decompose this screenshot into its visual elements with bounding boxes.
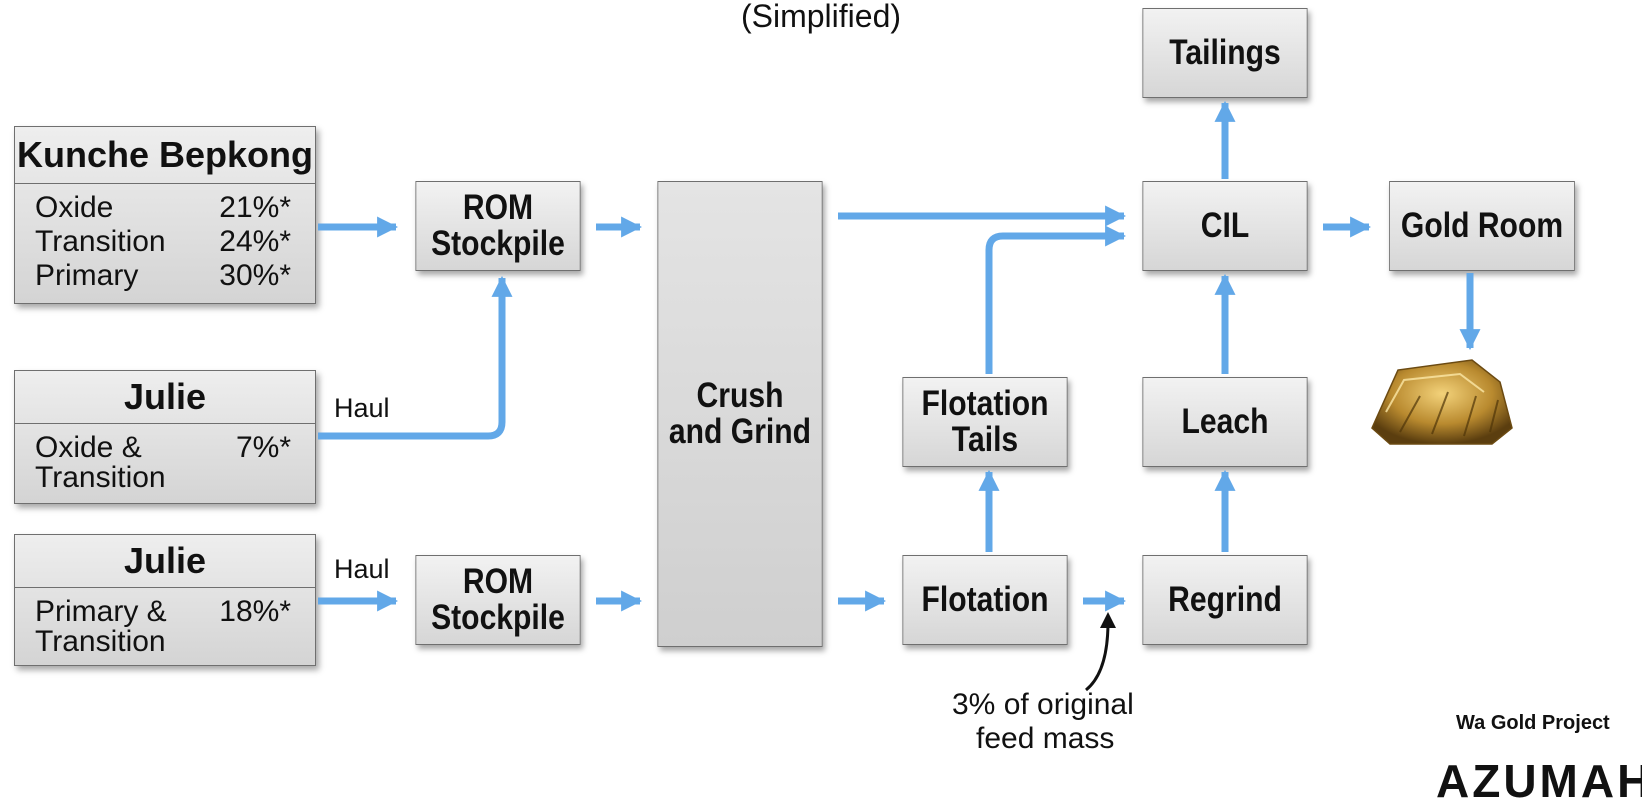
node-gold-room: Gold Room	[1389, 181, 1575, 271]
julie-primary-line1: Primary &	[35, 595, 167, 628]
node-flotation: Flotation	[902, 555, 1068, 645]
gold-bars-image	[1371, 359, 1513, 445]
rom-bottom-line2: Stockpile	[431, 598, 565, 637]
julie-oxide-pct: 7%*	[235, 431, 291, 464]
haul-label: Haul	[334, 393, 390, 423]
julie-primary-line2: Transition	[35, 625, 166, 658]
crush-line1: Crush	[696, 376, 784, 416]
source-kunche-name: Kunche Bepkong	[15, 127, 315, 184]
source-julie-oxide-name: Julie	[15, 371, 315, 424]
rom-top-line1: ROM	[462, 188, 534, 228]
kunche-row-pct: 24%*	[219, 225, 291, 258]
julie-oxide-line1: Oxide &	[35, 431, 142, 464]
julie-oxide-line2: Transition	[35, 461, 166, 494]
node-tailings: Tailings	[1142, 8, 1308, 98]
source-kunche-bepkong: Kunche Bepkong Oxide 21%* Transition 24%…	[14, 126, 316, 304]
rom-bottom-line1: ROM	[462, 562, 534, 602]
node-flotation-tails: Flotation Tails	[902, 377, 1068, 467]
arrow-flotation-tails-to-cil	[985, 225, 1127, 374]
source-julie-primary-name: Julie	[15, 535, 315, 588]
flow-arrows	[318, 100, 1513, 692]
rom-top-line2: Stockpile	[431, 224, 565, 263]
kunche-row-pct: 21%*	[219, 191, 291, 224]
crush-line2: and Grind	[668, 412, 812, 451]
julie-primary-pct: 18%*	[219, 595, 291, 628]
node-rom-stockpile-top: ROM Stockpile	[415, 181, 581, 271]
node-leach: Leach	[1142, 377, 1308, 467]
note-pointer-arrow	[1085, 621, 1110, 692]
haul-label: Haul	[334, 554, 390, 584]
diagram-title: (Simplified)	[740, 0, 902, 34]
arrow-julie-oxide-to-rom	[318, 275, 513, 440]
node-crush-and-grind: Crush and Grind	[657, 181, 823, 647]
note-line2: feed mass	[976, 722, 1115, 755]
kunche-row-name: Primary	[35, 259, 139, 292]
kunche-row-pct: 30%*	[219, 259, 291, 292]
source-julie-primary: Julie Primary & 18%* Transition	[14, 534, 316, 666]
note-line1: 3% of original	[952, 688, 1134, 721]
footer-project-name: Wa Gold Project	[1456, 712, 1610, 734]
flotation-tails-line2: Tails	[951, 420, 1019, 459]
kunche-row-name: Transition	[35, 225, 166, 258]
node-regrind: Regrind	[1142, 555, 1308, 645]
node-rom-stockpile-bottom: ROM Stockpile	[415, 555, 581, 645]
node-cil: CIL	[1142, 181, 1308, 271]
kunche-row-name: Oxide	[35, 191, 114, 224]
flotation-tails-line1: Flotation	[921, 384, 1049, 424]
source-julie-oxide: Julie Oxide & 7%* Transition	[14, 370, 316, 504]
note-pointer-arrowhead	[1100, 612, 1116, 628]
